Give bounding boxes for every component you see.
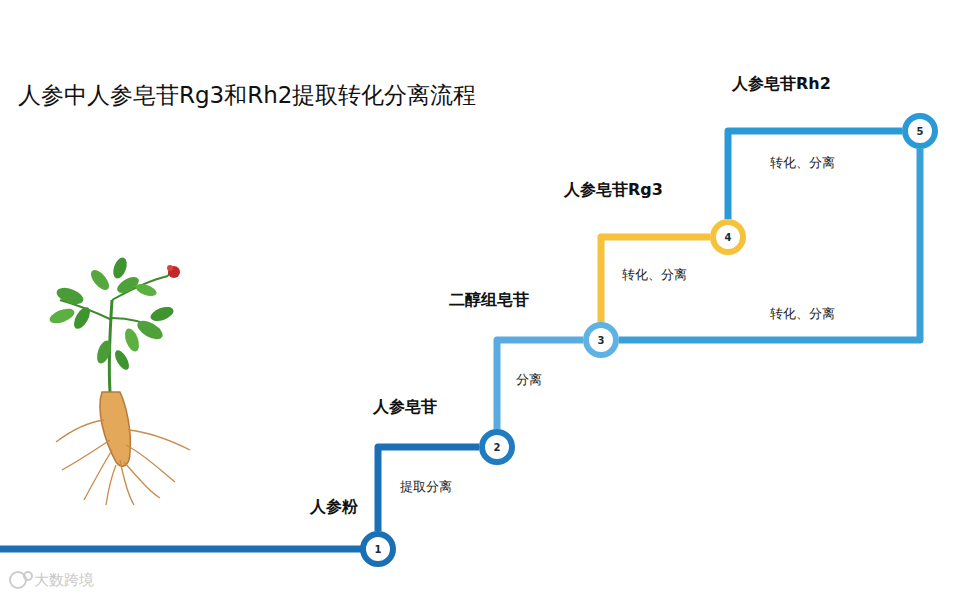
flow-connector xyxy=(497,340,583,429)
flow-connector xyxy=(601,237,710,322)
step-circle: 人参皂苷Rg34 xyxy=(710,219,746,255)
step-name: 人参皂苷Rg3 xyxy=(564,180,663,201)
edge-label: 转化、分离 xyxy=(768,154,837,172)
edge-label: 转化、分离 xyxy=(768,305,837,323)
step-number: 1 xyxy=(366,537,390,561)
step-circle: 人参皂苷Rh25 xyxy=(902,113,938,149)
flow-connector xyxy=(728,131,902,219)
watermark-logo xyxy=(10,572,32,588)
step-circle: 人参粉1 xyxy=(360,531,396,567)
step-circle: 人参皂苷2 xyxy=(479,429,515,465)
step-name: 人参粉 xyxy=(310,497,358,518)
flow-connector xyxy=(619,149,920,340)
step-circle: 二醇组皂苷3 xyxy=(583,322,619,358)
step-name: 二醇组皂苷 xyxy=(449,290,529,311)
step-number: 2 xyxy=(485,435,509,459)
base-line xyxy=(0,546,362,553)
diagram-title: 人参中人参皂苷Rg3和Rh2提取转化分离流程 xyxy=(18,80,476,111)
step-number: 3 xyxy=(589,328,613,352)
step-number: 5 xyxy=(908,119,932,143)
edge-label: 转化、分离 xyxy=(620,266,689,284)
ginseng-plant xyxy=(48,256,190,505)
step-number: 4 xyxy=(716,225,740,249)
edge-label: 分离 xyxy=(514,371,544,389)
flow-connector xyxy=(378,447,479,531)
step-name: 人参皂苷 xyxy=(373,397,437,418)
step-name: 人参皂苷Rh2 xyxy=(732,74,831,95)
watermark: 大数跨境 xyxy=(34,571,94,590)
edge-label: 提取分离 xyxy=(398,478,454,496)
